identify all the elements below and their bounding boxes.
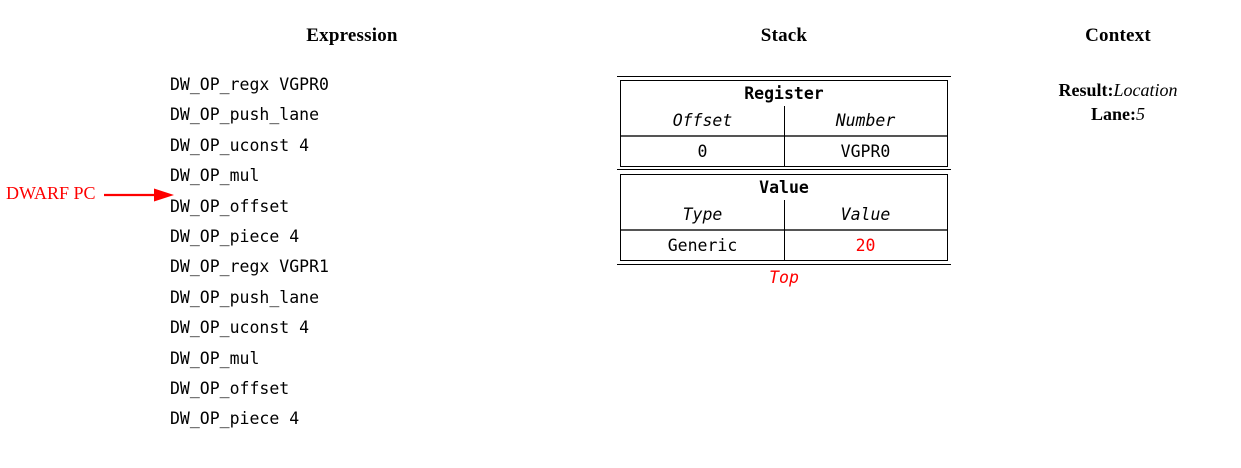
expression-op-line: DW_OP_offset [170, 378, 290, 398]
context-value: Location [1113, 80, 1178, 100]
stack-entry-title: Register [744, 83, 824, 103]
column-heading-stack: Stack [760, 25, 808, 46]
stack-entry-header-row: Offset Number [621, 106, 947, 135]
stack-entry-header-row: Type Value [621, 200, 947, 229]
stack-value-cell: Generic [667, 236, 738, 255]
stack-entry-value: Value Type Value Generic 20 [620, 174, 948, 261]
stack-entry-title: Value [759, 178, 809, 197]
expression-op-line: DW_OP_push_lane [170, 105, 320, 125]
expression-op-line: DW_OP_uconst 4 [170, 135, 310, 155]
stack-entry-body: Offset Number 0 VGPR0 [621, 105, 947, 166]
stack-value-cell: 0 [697, 141, 708, 161]
dwarf-pc-pointer: DWARF PC [6, 182, 176, 208]
context-row-result: Result:Location [1008, 78, 1228, 102]
stack-rule-top [617, 76, 951, 77]
expression-op-line: DW_OP_piece 4 [170, 226, 300, 246]
arrow-right-icon [104, 188, 174, 202]
context-key: Lane: [1091, 104, 1136, 124]
column-heading-expression: Expression [306, 25, 398, 46]
stack-value-cell: VGPR0 [840, 141, 891, 161]
column-divider [784, 200, 785, 260]
expression-op-line: DW_OP_regx VGPR1 [170, 257, 329, 277]
column-divider [784, 105, 785, 166]
expression-op-line: DW_OP_mul [170, 348, 260, 368]
dwarf-pc-label: DWARF PC [6, 183, 96, 203]
expression-op-list: DW_OP_regx VGPR0 DW_OP_push_lane DW_OP_u… [170, 70, 500, 435]
stack-entry-register: Register Offset Number 0 VGPR0 [620, 79, 948, 167]
expression-op-line: DW_OP_mul [170, 166, 260, 186]
context-row-lane: Lane:5 [1008, 102, 1228, 126]
column-heading-context: Context [1085, 25, 1151, 46]
stack-column-header: Number [835, 110, 896, 130]
stack-rule-middle [617, 169, 951, 170]
context-key: Result: [1058, 80, 1114, 100]
context-panel: Result:Location Lane:5 [1008, 78, 1228, 126]
stack-column-header: Offset [672, 110, 733, 130]
expression-op-line: DW_OP_offset [170, 196, 290, 216]
expression-op-line: DW_OP_push_lane [170, 287, 320, 307]
context-value: 5 [1136, 104, 1145, 124]
stack-top-label: Top [769, 267, 799, 287]
expression-op-line: DW_OP_piece 4 [170, 409, 300, 429]
expression-op-line: DW_OP_regx VGPR0 [170, 75, 329, 94]
stack-entry-body: Type Value Generic 20 [621, 200, 947, 260]
expression-op-line: DW_OP_uconst 4 [170, 318, 310, 338]
stack-column-header: Type [682, 205, 723, 224]
stack-value-cell-highlight: 20 [855, 236, 876, 255]
stack-display: Register Offset Number 0 VGPR0 Value [616, 76, 956, 289]
stack-rule-bottom [617, 263, 951, 265]
stack-column-header: Value [840, 205, 891, 224]
